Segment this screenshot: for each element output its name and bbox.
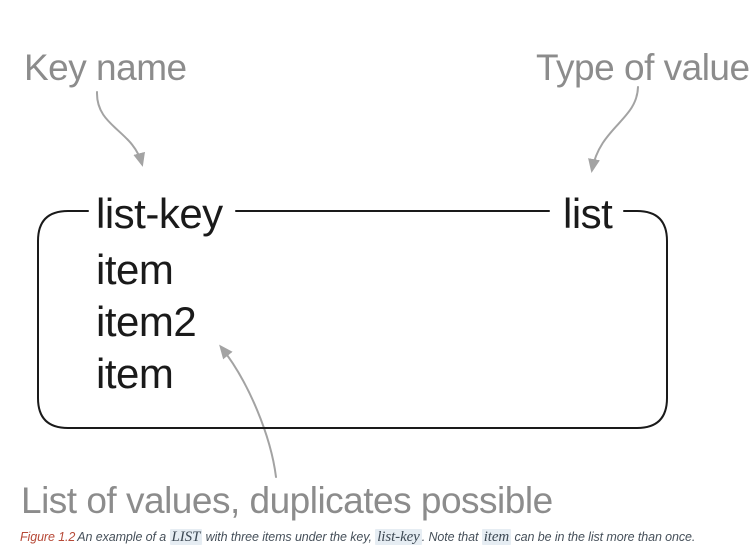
box-value-type-label: list	[563, 190, 613, 237]
list-item: item	[96, 246, 174, 293]
type-of-value-label: Type of value	[536, 47, 750, 88]
key-name-label: Key name	[24, 47, 187, 88]
caption-text: with three items under the key,	[202, 530, 376, 544]
type-of-value-arrow	[588, 86, 639, 173]
key-name-arrow	[95, 91, 145, 167]
caption-text: . Note that	[421, 530, 482, 544]
caption-code-term-list-key: list-key	[375, 529, 422, 545]
box-key-label: list-key	[96, 190, 223, 237]
list-of-values-label: List of values, duplicates possible	[21, 480, 553, 521]
list-box-outline	[37, 210, 668, 429]
caption-code-term-item: item	[481, 529, 512, 545]
caption-text: An example of a	[77, 530, 170, 544]
list-item: item	[96, 350, 174, 397]
figure-number-label: Figure 1.2	[20, 530, 76, 544]
list-item: item2	[96, 298, 197, 345]
list-of-values-arrow	[219, 344, 277, 478]
caption-text: can be in the list more than once.	[511, 530, 696, 544]
caption-code-term-list-type: LIST	[169, 529, 203, 545]
